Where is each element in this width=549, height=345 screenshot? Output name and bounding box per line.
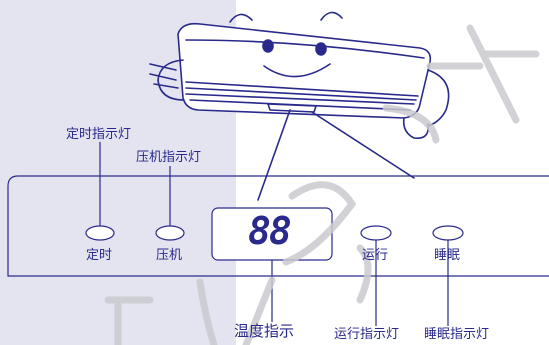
- sleep-label: 睡眠: [434, 248, 461, 263]
- panel-outline: [7, 175, 549, 277]
- compressor-led: [155, 225, 185, 241]
- run-indicator-callout: 运行指示灯: [334, 327, 400, 342]
- compressor-indicator-callout: 压机指示灯: [136, 150, 202, 165]
- temperature-value: 88: [248, 209, 292, 253]
- watermark: [104, 24, 540, 345]
- timer-indicator-callout: 定时指示灯: [66, 127, 132, 142]
- timer-label: 定时: [86, 248, 113, 263]
- sleep-led: [432, 225, 464, 241]
- run-label: 运行: [362, 248, 389, 263]
- indicator-panel: [7, 175, 549, 277]
- compressor-label: 压机: [156, 248, 183, 263]
- eyebrow-right: [320, 11, 343, 21]
- temperature-indicator-callout: 温度指示: [234, 322, 295, 340]
- eyebrow-left: [229, 13, 253, 23]
- air-conditioner-illustration: [149, 11, 450, 201]
- timer-led: [85, 225, 115, 241]
- run-led: [360, 225, 392, 241]
- leader-lines: [99, 142, 449, 326]
- sleep-indicator-callout: 睡眠指示灯: [424, 327, 490, 342]
